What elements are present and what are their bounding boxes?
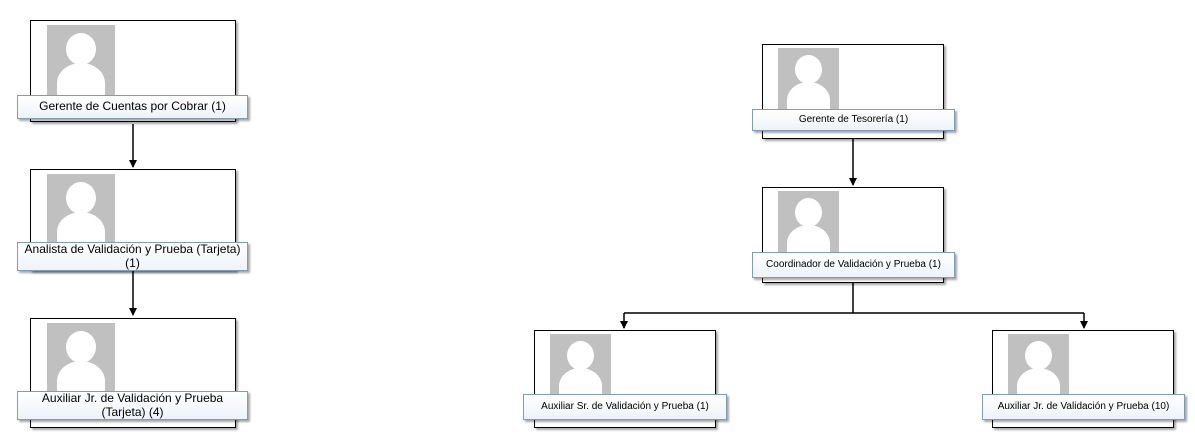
person-placeholder-icon — [1008, 334, 1069, 397]
node-title: Coordinador de Validación y Prueba (1) — [752, 252, 955, 278]
node-title: Gerente de Cuentas por Cobrar (1) — [17, 95, 248, 119]
node-title: Auxiliar Jr. de Validación y Prueba (10) — [982, 394, 1185, 420]
node-title: Analista de Validación y Prueba (Tarjeta… — [17, 242, 248, 271]
node-title: Gerente de Tesorería (1) — [752, 109, 955, 131]
node-title: Auxiliar Jr. de Validación y Prueba (Tar… — [17, 391, 248, 420]
person-placeholder-icon — [47, 25, 115, 95]
person-placeholder-icon — [778, 191, 839, 254]
person-placeholder-icon — [47, 323, 115, 391]
person-placeholder-icon — [778, 48, 839, 111]
person-placeholder-icon — [550, 334, 611, 397]
person-placeholder-icon — [47, 174, 115, 242]
node-title: Auxiliar Sr. de Validación y Prueba (1) — [523, 394, 727, 420]
